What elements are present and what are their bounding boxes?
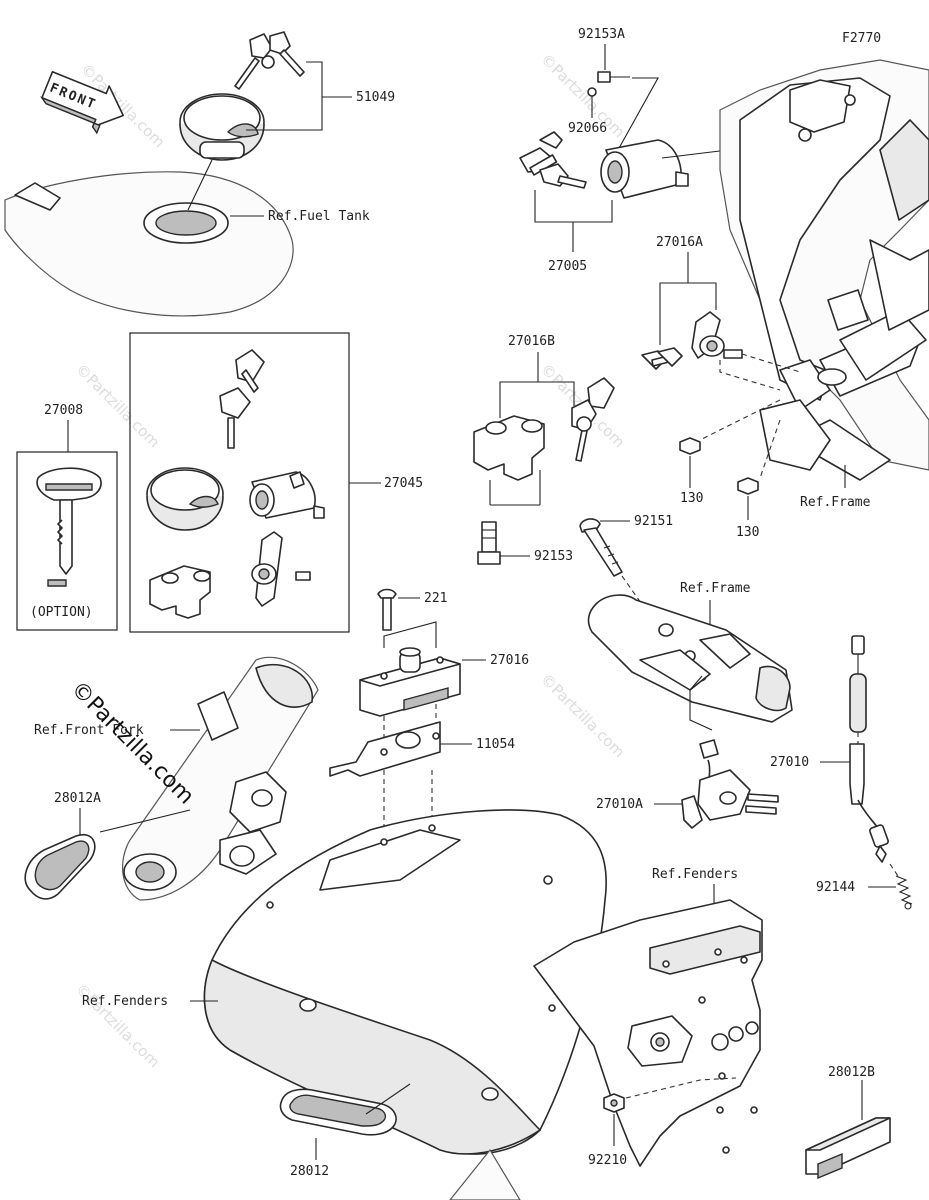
label-27010A: 27010A <box>596 797 643 812</box>
frame-mid <box>587 594 793 723</box>
label-27010: 27010 <box>770 755 809 770</box>
block-27016B <box>473 415 545 481</box>
reflector-28012 <box>279 1088 397 1136</box>
fender-bracket <box>533 899 763 1167</box>
keys-27016B <box>571 377 615 462</box>
keys-27005 <box>519 131 587 189</box>
label-28012B: 28012B <box>828 1065 875 1080</box>
label-27016: 27016 <box>490 653 529 668</box>
screw-92153A <box>597 71 630 83</box>
label-28012: 28012 <box>290 1164 329 1179</box>
label-130b: 130 <box>736 525 759 540</box>
ref-fenders-2: Ref.Fenders <box>652 867 738 882</box>
label-92066: 92066 <box>568 121 607 136</box>
bolt-92151 <box>579 518 623 577</box>
label-221: 221 <box>424 591 447 606</box>
reflector-28012A <box>24 833 96 900</box>
leader-27005 <box>534 190 613 223</box>
ref-frame-2: Ref.Frame <box>680 581 751 596</box>
fuel-cap-51049 <box>179 93 265 161</box>
label-27005: 27005 <box>548 259 587 274</box>
label-11054: 11054 <box>476 737 515 752</box>
bolt-130a <box>679 437 701 455</box>
figure-code: F2770 <box>842 31 881 46</box>
watermark-overlay: ©Partzilla.com <box>66 677 199 810</box>
label-27045: 27045 <box>384 476 423 491</box>
ref-front-fork: Ref.Front Fork <box>34 723 144 738</box>
nut-92210 <box>603 1093 625 1113</box>
ref-fuel-tank: Ref.Fuel Tank <box>268 209 370 224</box>
kit-keys <box>219 349 265 449</box>
label-92153A: 92153A <box>578 27 625 42</box>
leader-51049 <box>246 61 323 131</box>
option-box-27008 <box>16 451 118 631</box>
ignition-switch-27005 <box>600 139 689 199</box>
label-92153: 92153 <box>534 549 573 564</box>
screw-221 <box>377 588 397 631</box>
rear-fender <box>203 809 607 1200</box>
label-27016B: 27016B <box>508 334 555 349</box>
frame-upper <box>719 59 929 481</box>
block-27016 <box>359 647 461 717</box>
ref-fenders-1: Ref.Fenders <box>82 994 168 1009</box>
kit-ignition-switch <box>249 471 325 519</box>
label-92151: 92151 <box>634 514 673 529</box>
label-27016A: 27016A <box>656 235 703 250</box>
ref-frame-1: Ref.Frame <box>800 495 871 510</box>
bolt-92153 <box>477 521 501 565</box>
reflector-28012B <box>805 1117 891 1180</box>
label-130a: 130 <box>680 491 703 506</box>
kit-bracket <box>251 531 311 607</box>
bracket-27016A <box>691 311 743 359</box>
plate-11054 <box>329 721 441 777</box>
keys-27016A <box>641 347 683 370</box>
switch-27010A <box>681 739 779 829</box>
label-92210: 92210 <box>588 1153 627 1168</box>
label-92144: 92144 <box>816 880 855 895</box>
watermark-5: ©Partzilla.com <box>537 670 628 761</box>
bolt-130b <box>737 477 759 495</box>
kit-fuel-cap <box>146 467 224 531</box>
kit-block <box>149 565 211 619</box>
spring-92144 <box>895 875 913 910</box>
option-key-27008 <box>36 467 102 587</box>
fuel-tank <box>4 171 294 317</box>
switch-27010 <box>849 635 889 863</box>
keys-51049 <box>234 31 305 90</box>
label-27008: 27008 <box>44 403 83 418</box>
leader-27016B <box>499 381 575 418</box>
label-28012A: 28012A <box>54 791 101 806</box>
front-fork <box>122 656 319 901</box>
watermark-3: ©Partzilla.com <box>72 360 163 451</box>
label-51049: 51049 <box>356 90 395 105</box>
option-label: (OPTION) <box>30 605 93 620</box>
